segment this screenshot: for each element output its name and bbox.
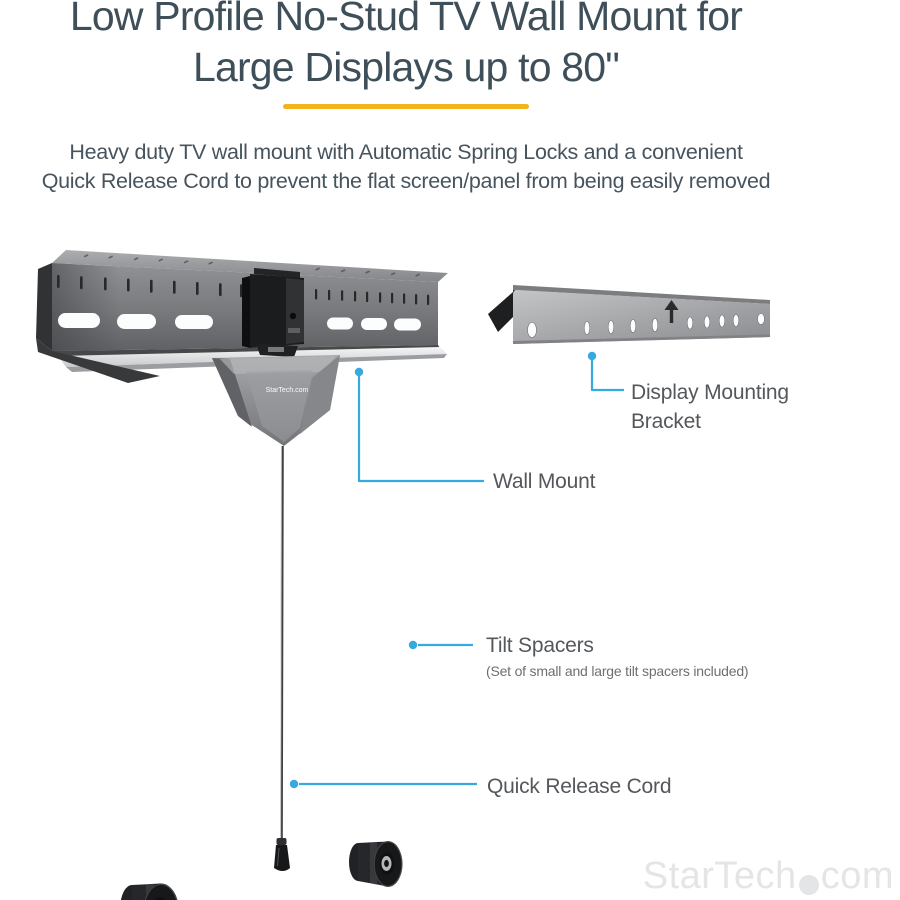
- label-quick-release-cord: Quick Release Cord: [487, 775, 672, 798]
- rail-tick-slots: [57, 275, 430, 306]
- page-subtitle-line-1: Heavy duty TV wall mount with Automatic …: [69, 140, 743, 164]
- page-title-line-2: Large Displays up to 80": [192, 44, 620, 90]
- startech-watermark: StarTech com: [643, 855, 894, 898]
- watermark-tld: com: [820, 855, 894, 897]
- callout-line-display-bracket: [587, 351, 624, 392]
- display-bracket-illustration: [488, 285, 770, 344]
- label-display-mounting-bracket: Display Mounting Bracket: [631, 378, 789, 436]
- callout-line-wall-mount: [354, 367, 484, 483]
- callout-line-quick-release: [289, 779, 477, 789]
- brand-shield: StarTech.com: [212, 355, 340, 446]
- page-title-line-1: Low Profile No-Stud TV Wall Mount for: [69, 0, 743, 39]
- watermark-brand: StarTech: [642, 855, 797, 897]
- header: Low Profile No-Stud TV Wall Mount for La…: [0, 0, 812, 196]
- roof-screw-marks: [83, 254, 421, 277]
- spring-lock-block: [242, 268, 304, 357]
- tilt-spacer-large: [120, 883, 178, 900]
- label-wall-mount: Wall Mount: [493, 470, 596, 493]
- page-subtitle: Heavy duty TV wall mount with Automatic …: [0, 138, 812, 196]
- label-display-mounting-line-1: Display Mounting: [631, 381, 789, 404]
- label-display-mounting-line-2: Bracket: [631, 410, 701, 433]
- callout-line-tilt-spacers: [408, 640, 473, 650]
- label-tilt-spacers: Tilt Spacers: [486, 634, 594, 657]
- quick-release-cord-illustration: [274, 445, 290, 871]
- page-title: Low Profile No-Stud TV Wall Mount for La…: [0, 0, 812, 93]
- wall-mount-illustration: StarTech.com: [36, 250, 448, 871]
- tilt-spacer-small: [349, 841, 403, 887]
- watermark-globe-dot-icon: [798, 875, 819, 895]
- note-tilt-spacers: (Set of small and large tilt spacers inc…: [486, 663, 749, 679]
- page-subtitle-line-2: Quick Release Cord to prevent the flat s…: [41, 169, 771, 193]
- title-underline-accent: [283, 104, 529, 109]
- product-illustration: StarTech.com: [36, 250, 770, 900]
- rail-oval-slots: [58, 313, 421, 331]
- bracket-slots: [583, 313, 765, 335]
- up-arrow-icon: [664, 300, 679, 323]
- product-brand-label: StarTech.com: [266, 387, 309, 394]
